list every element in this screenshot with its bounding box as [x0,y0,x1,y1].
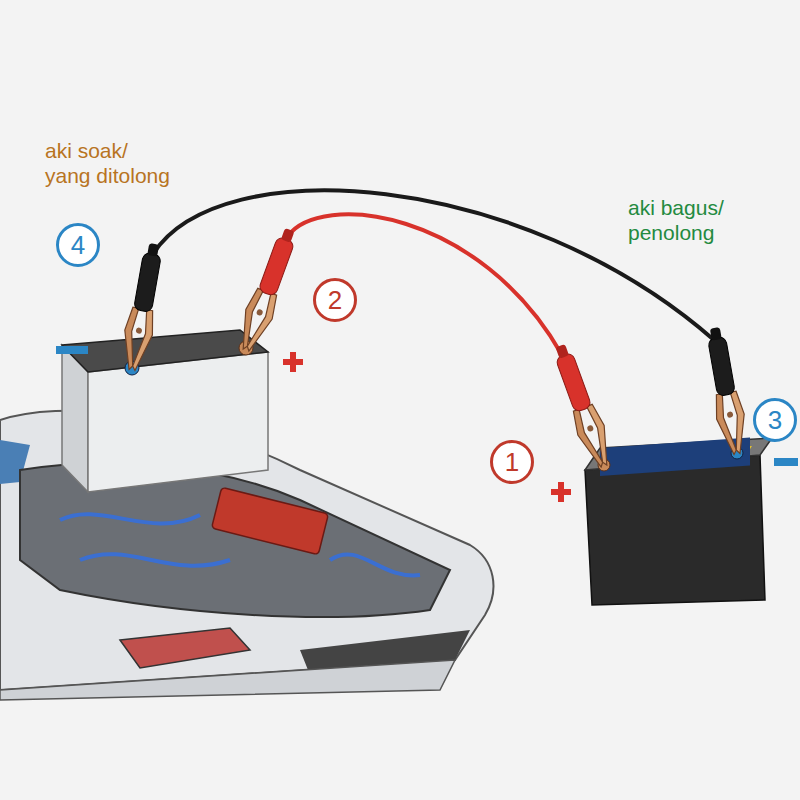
black-clamp [701,326,751,457]
callout-number: 3 [768,407,782,433]
minus-sign [774,458,798,466]
callout-circle: 3 [753,398,797,442]
callout-number: 1 [505,449,519,475]
engine-wires [60,514,420,575]
battery-caption: aki bagus/ penolong [628,195,768,245]
headlight [120,628,250,668]
callout-circle: 4 [56,223,100,267]
callout-circle: 2 [313,278,357,322]
engine-cover [212,487,329,554]
red-cable [287,214,562,355]
car-lower [0,660,455,700]
battery-front [88,352,268,492]
callout-number: 2 [328,287,342,313]
plus-sign [551,482,571,502]
red-clamp [547,341,617,471]
battery-caption: aki soak/ yang ditolong [45,138,175,188]
battery-sticker [600,438,750,476]
black-clamp [118,242,168,373]
battery-top [62,330,268,372]
plus-sign [283,352,303,372]
callout-circle: 1 [490,440,534,484]
battery-front [585,455,765,605]
callout-number: 4 [71,232,85,258]
red-clamp [233,225,303,355]
minus-sign [56,346,88,354]
